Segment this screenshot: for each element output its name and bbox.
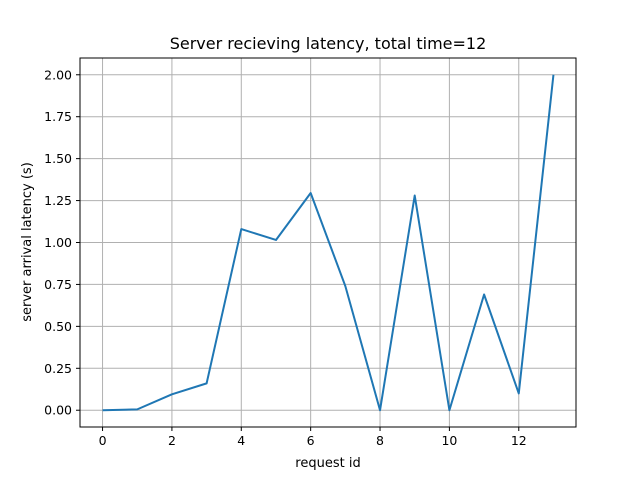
y-tick-label: 1.75 [44, 109, 72, 124]
y-tick-label: 0.75 [44, 277, 72, 292]
x-axis-label: request id [295, 456, 360, 471]
x-tick-label: 12 [511, 433, 527, 448]
series-line-0 [102, 74, 555, 412]
x-tick-label: 0 [99, 433, 107, 448]
y-tick-label: 0.25 [44, 361, 72, 376]
y-axis-label: server arrival latency (s) [20, 162, 35, 322]
grid [80, 58, 576, 427]
x-tick-label: 10 [441, 433, 457, 448]
y-tick-label: 1.50 [44, 151, 72, 166]
y-tick-label: 1.00 [44, 235, 72, 250]
y-tick-label: 0.00 [44, 403, 72, 418]
series-layer [102, 74, 555, 412]
y-tick-label: 1.25 [44, 193, 72, 208]
y-tick-label: 0.50 [44, 319, 72, 334]
x-tick-label: 2 [168, 433, 176, 448]
ticks: 0 2 4 6 8 10 12 0.00 0.25 0.50 0.75 1.00 1.25 1.50 1.7… [44, 67, 527, 448]
x-tick-label: 8 [376, 433, 384, 448]
y-tick-label: 2.00 [44, 67, 72, 82]
x-tick-label: 4 [237, 433, 245, 448]
x-tick-label: 6 [307, 433, 315, 448]
chart-title: Server recieving latency, total time=12 [170, 34, 487, 53]
